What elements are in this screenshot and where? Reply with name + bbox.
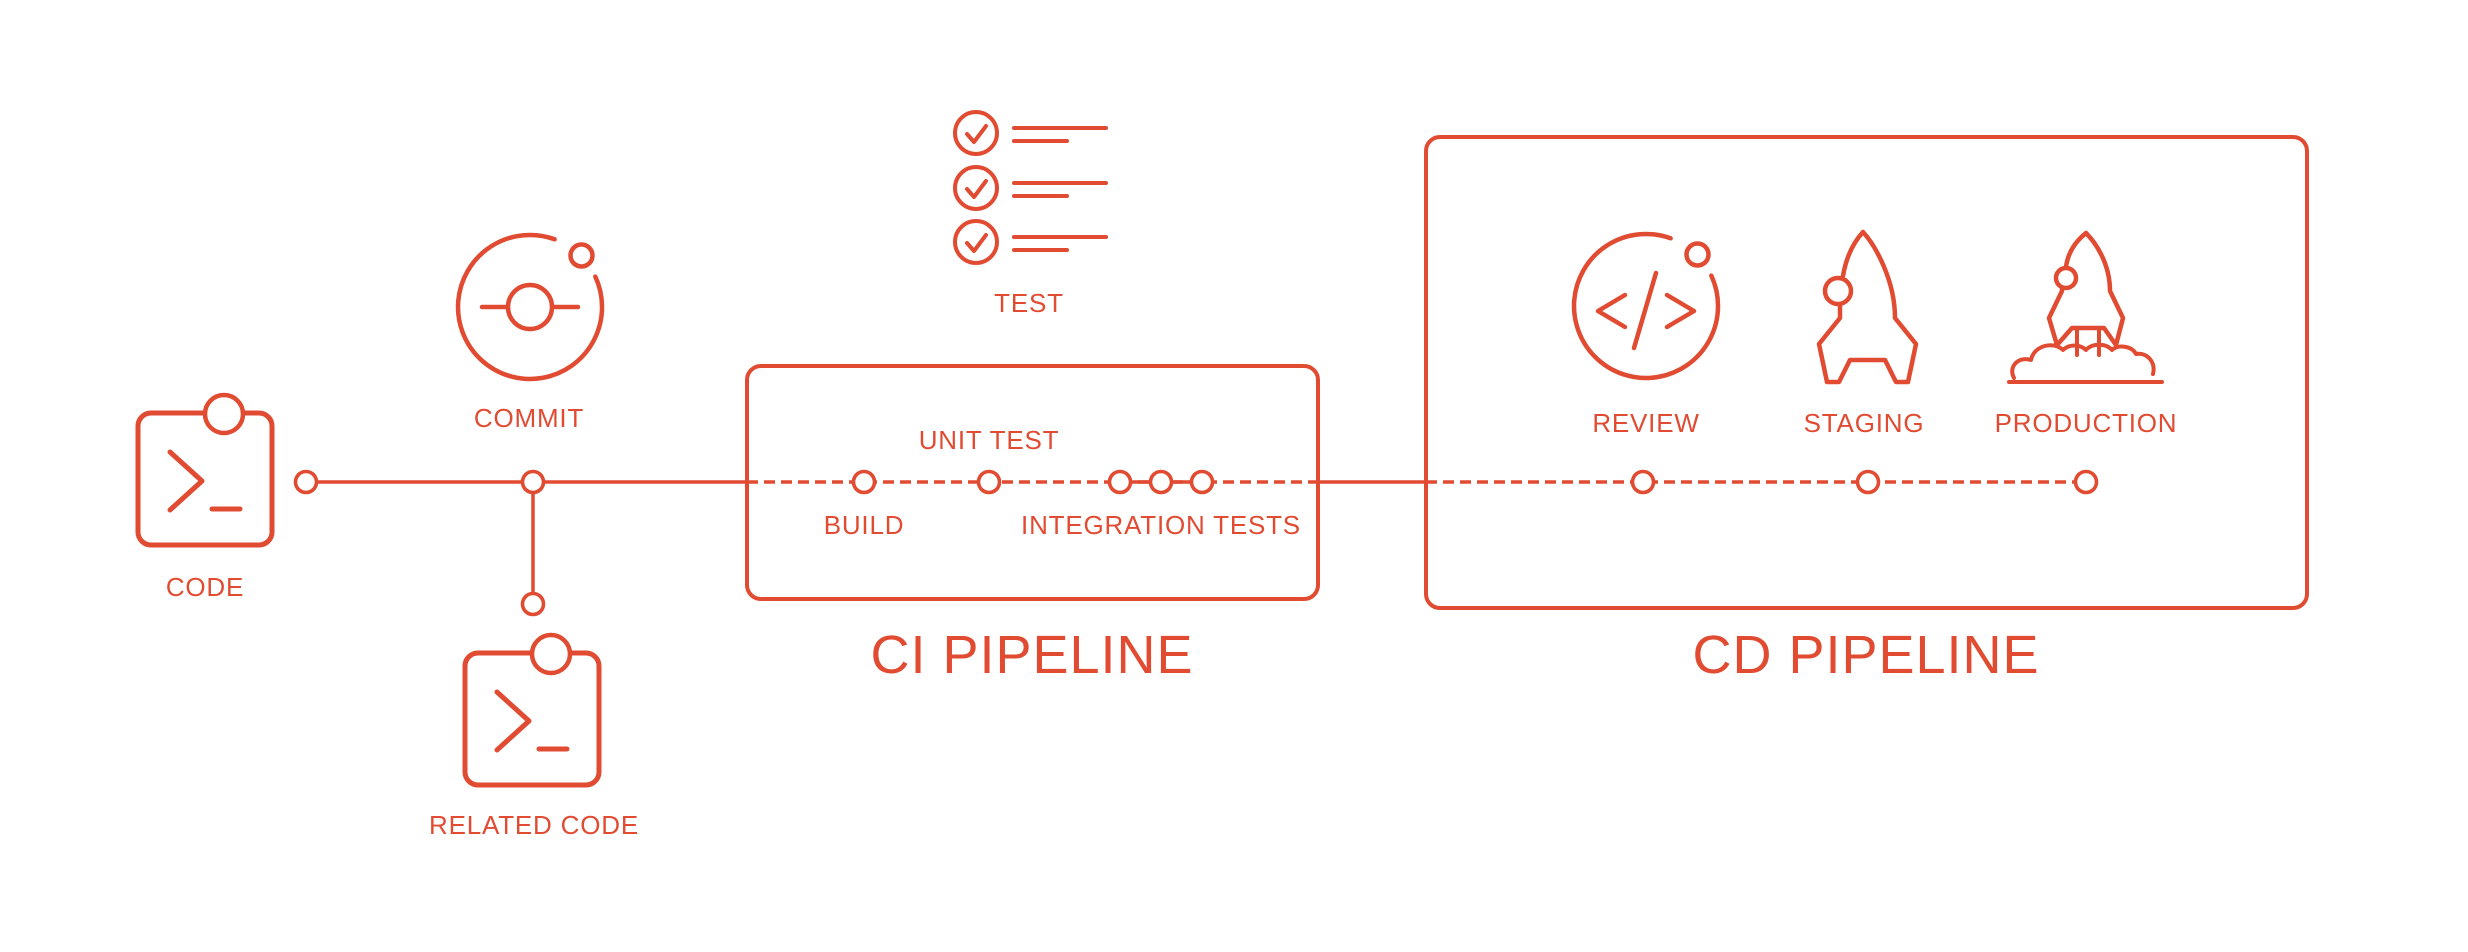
pipeline-node-integration-1 <box>1107 469 1133 495</box>
staging-label: STAGING <box>1803 408 1925 438</box>
test-label: TEST <box>994 288 1064 318</box>
integration-tests-label: INTEGRATION TESTS <box>1021 510 1301 540</box>
checklist-icon <box>953 110 1108 265</box>
pipeline-node-commit <box>520 469 546 495</box>
pipeline-nodes <box>293 469 2099 617</box>
pipeline-node-review <box>1630 469 1656 495</box>
code-review-icon <box>1574 234 1718 378</box>
rocket-launch-icon <box>2007 230 2164 384</box>
review-label: REVIEW <box>1592 408 1700 438</box>
build-label: BUILD <box>823 510 905 540</box>
pipeline-node-start <box>293 469 319 495</box>
pipeline-node-integration-3 <box>1189 469 1215 495</box>
production-label: PRODUCTION <box>1994 408 2178 438</box>
terminal-icon <box>138 395 272 545</box>
cd-pipeline-box <box>1424 135 2309 610</box>
rocket-icon <box>1816 229 1919 385</box>
related-code-label: RELATED CODE <box>429 810 639 840</box>
related-terminal-icon <box>465 635 599 785</box>
ci-pipeline-box <box>745 364 1320 601</box>
unit-test-label: UNIT TEST <box>918 425 1060 455</box>
commit-icon <box>458 235 602 379</box>
pipeline-node-build <box>851 469 877 495</box>
ci-pipeline-title: CI PIPELINE <box>870 625 1194 685</box>
code-label: CODE <box>165 572 245 602</box>
pipeline-node-production <box>2073 469 2099 495</box>
pipeline-node-branch <box>520 591 546 617</box>
commit-label: COMMIT <box>473 403 585 433</box>
pipeline-node-integration-2 <box>1148 469 1174 495</box>
pipeline-node-staging <box>1855 469 1881 495</box>
pipeline-node-unit-test <box>976 469 1002 495</box>
cd-pipeline-title: CD PIPELINE <box>1692 625 2040 685</box>
